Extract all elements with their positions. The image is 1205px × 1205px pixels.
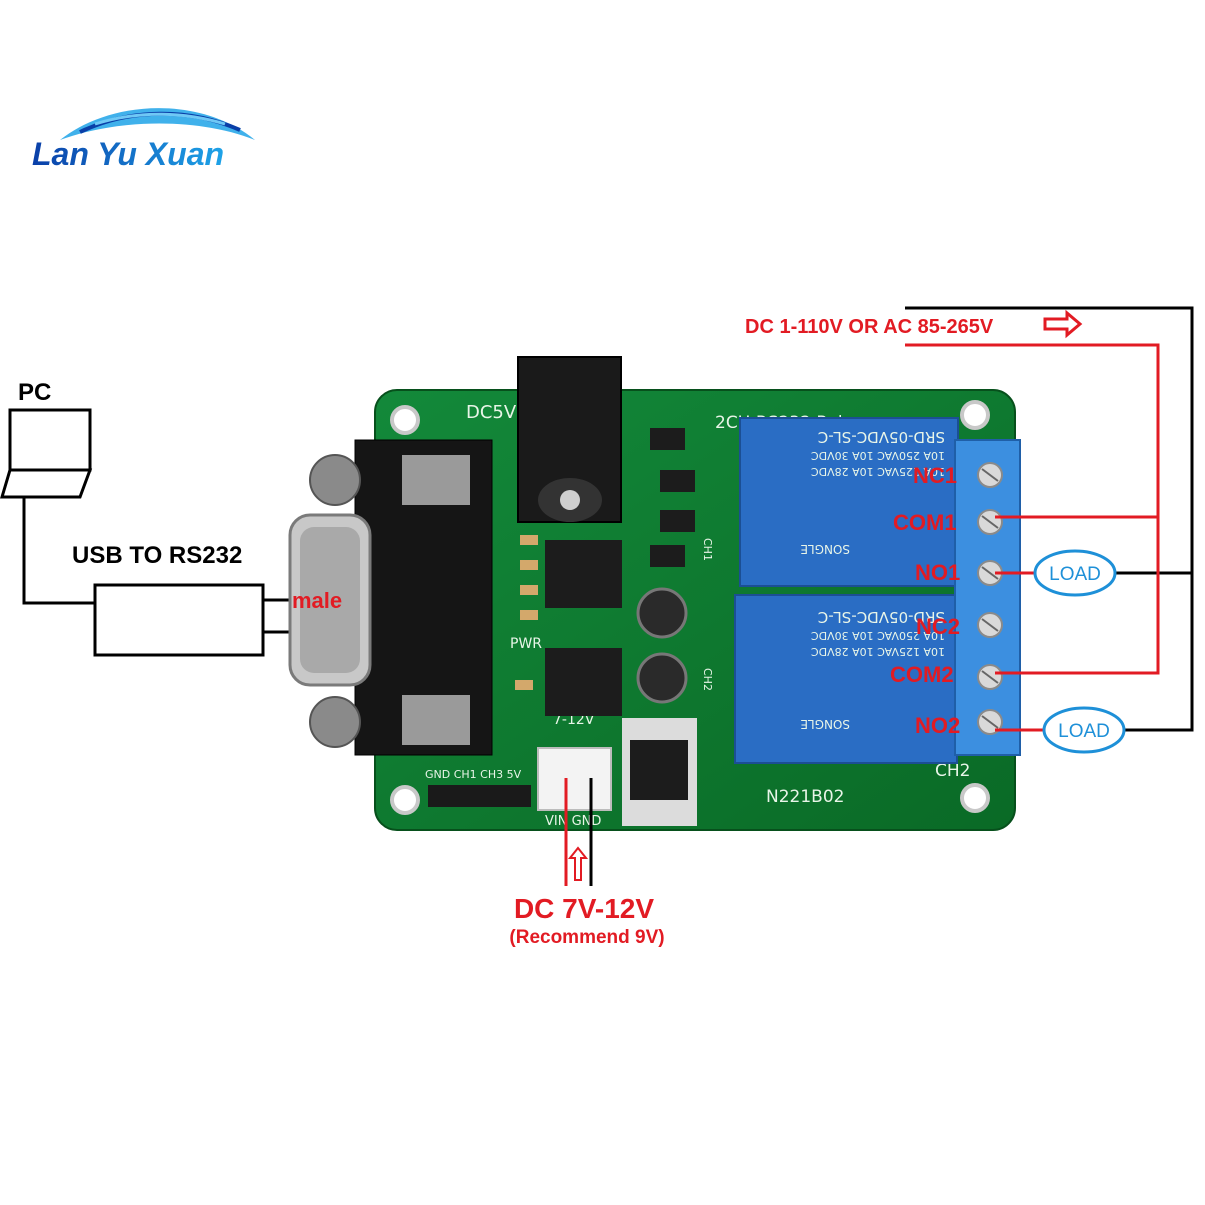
brand-logo: Lan Yu Xuan [32, 108, 255, 172]
terminal-nc1: NC1 [913, 463, 957, 488]
screw-terminal-block [954, 439, 1021, 756]
relay1-rating-1: 10A 250VAC 10A 30VDC [811, 449, 945, 462]
load-1-label: LOAD [1049, 564, 1101, 585]
relay2-rating-2: 10A 125VAC 10A 28VDC [811, 645, 945, 658]
power-input-label: DC 7V-12V [514, 893, 654, 924]
terminal-no2: NO2 [915, 713, 960, 738]
relay-ch1 [739, 417, 959, 587]
power-arrow-icon [567, 846, 589, 881]
screw-slot [981, 618, 999, 632]
load-2 [1042, 706, 1126, 754]
relay2-part: SRD-05VDC-SL-C [818, 608, 945, 626]
usb-cable [22, 497, 95, 605]
dc5v-silk: DC5V [466, 402, 517, 423]
ch1-silk: CH1 [701, 538, 714, 561]
relay2-rating-1: 10A 250VAC 10A 30VDC [811, 629, 945, 642]
screw-slot [981, 515, 999, 529]
usb-rs232-adapter [93, 583, 265, 657]
power-input-wiring [564, 778, 593, 886]
terminal-no1: NO1 [915, 560, 960, 585]
ic-mcu [545, 648, 622, 716]
relay1-rating-2: 10A 125VAC 10A 28VDC [811, 465, 945, 478]
logo-text: Lan Yu Xuan [32, 136, 224, 172]
relay1-brand: SONGLE [800, 542, 850, 556]
screw-slot [981, 670, 999, 684]
model-silk: N221B02 [766, 787, 844, 807]
pc-label: PC [18, 379, 51, 406]
load-1 [1033, 549, 1117, 597]
pin-header [428, 785, 531, 807]
load-supply-label: DC 1-110V OR AC 85-265V [745, 316, 994, 338]
supply-arrow-icon [1043, 309, 1083, 339]
ch2-output-silk: CH2 [935, 761, 970, 781]
screw-slot [981, 468, 999, 482]
vin-connector [537, 747, 612, 811]
terminal-com1: COM1 [893, 510, 957, 535]
ic-max232 [545, 540, 622, 608]
power-note-label: (Recommend 9V) [509, 927, 664, 948]
terminal-com2: COM2 [890, 662, 954, 687]
capacitor-2 [636, 652, 688, 704]
vin-gnd-silk: VIN GND [545, 814, 601, 829]
capacitor-1 [636, 587, 688, 639]
load-supply-wiring [905, 306, 1194, 732]
relay-ch2 [734, 594, 958, 764]
load-2-label: LOAD [1058, 721, 1110, 742]
header-pins-silk: GND CH1 CH3 5V [425, 768, 522, 781]
screw-slot [981, 715, 999, 729]
screw-slot [981, 566, 999, 580]
usb-rs232-label: USB TO RS232 [72, 542, 242, 569]
terminal-nc2: NC2 [916, 614, 960, 639]
relay1-part: SRD-05VDC-SL-C [818, 428, 945, 446]
relay2-brand: SONGLE [800, 717, 850, 731]
ch2-silk: CH2 [701, 668, 714, 691]
pc-laptop-icon [0, 408, 93, 499]
male-label: male [292, 588, 342, 613]
pwr-silk: PWR [510, 636, 542, 652]
db9-connector [288, 439, 493, 756]
